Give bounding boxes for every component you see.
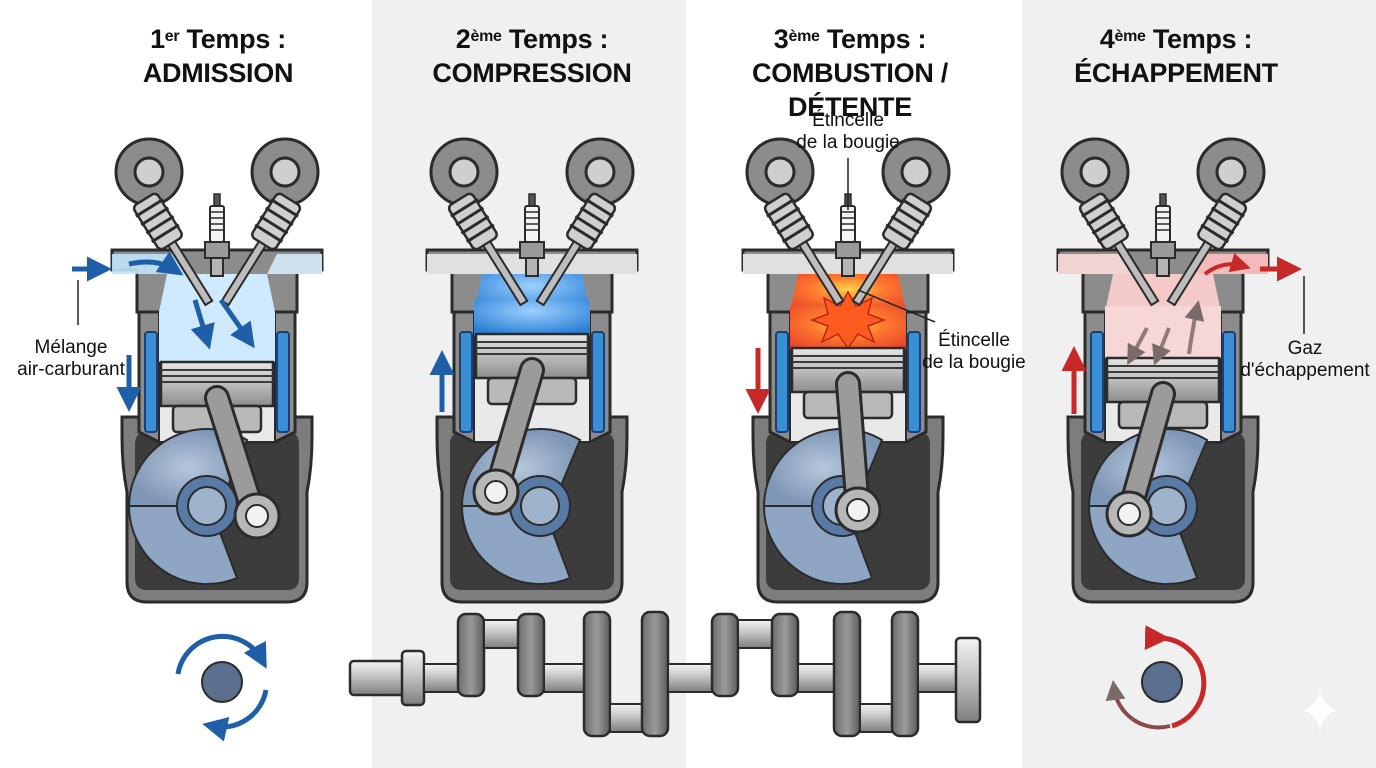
stroke-word: Temps : [1152, 24, 1253, 54]
spark-label-side-line2: de la bougie [922, 352, 1026, 373]
stroke-name: ADMISSION [142, 58, 294, 88]
engine-combustion [741, 137, 955, 604]
stroke-ordinal: er [164, 28, 180, 45]
stroke-name: ÉCHAPPEMENT [1074, 58, 1278, 88]
stroke-ordinal: ème [1114, 28, 1146, 45]
spark-label-top: Étincelle de la bougie [778, 110, 918, 154]
stroke-number: 1 [150, 24, 165, 54]
stroke-word: Temps : [826, 24, 927, 54]
spark-leader-line-side [857, 289, 936, 323]
mixture-label-line1: Mélange [34, 337, 108, 358]
stroke-1-title: 1er Temps : ADMISSION [58, 22, 378, 90]
engine-intake [110, 137, 324, 604]
stroke-2-title: 2ème Temps : COMPRESSION [372, 22, 692, 90]
engine-exhaust [1056, 137, 1270, 604]
spark-label-top-line2: de la bougie [796, 132, 900, 153]
stroke-3-title: 3ème Temps : COMBUSTION / DÉTENTE [690, 22, 1010, 124]
stroke-word: Temps : [186, 24, 287, 54]
stroke-4-title: 4ème Temps : ÉCHAPPEMENT [1016, 22, 1336, 90]
spark-label-side-line1: Étincelle [938, 330, 1010, 351]
crankshaft [348, 610, 982, 738]
stroke-word: Temps : [508, 24, 609, 54]
stroke-number: 4 [1099, 24, 1115, 54]
stroke-ordinal: ème [788, 28, 820, 45]
mixture-label: Mélange air-carburant [6, 337, 136, 381]
rotation-clockwise-icon [175, 633, 269, 742]
mixture-label-line2: air-carburant [17, 359, 125, 380]
stroke-number: 2 [455, 24, 471, 54]
sparkle-icon [1302, 688, 1338, 732]
stroke-ordinal: ème [470, 28, 502, 45]
stroke-name: COMPRESSION [432, 58, 632, 88]
exhaust-label-line1: Gaz [1287, 338, 1323, 359]
stroke-number: 3 [773, 24, 789, 54]
rotation-counterclockwise-icon [1105, 625, 1207, 730]
stroke-name: COMBUSTION / DÉTENTE [752, 58, 948, 122]
engine-compression [425, 137, 639, 604]
exhaust-label-line2: d'échappement [1240, 360, 1370, 381]
spark-label-side: Étincelle de la bougie [904, 330, 1044, 374]
exhaust-label: Gaz d'échappement [1236, 338, 1374, 382]
spark-label-top-line1: Étincelle [812, 110, 884, 131]
